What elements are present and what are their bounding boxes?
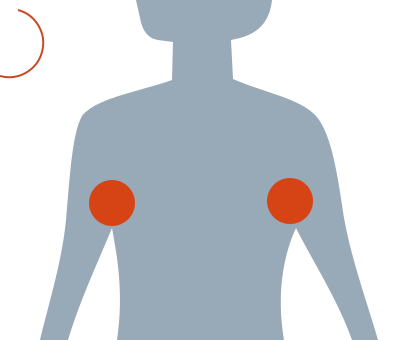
offscreen-ring-marker	[0, 10, 43, 77]
left-underarm-marker	[89, 180, 135, 226]
torso-silhouette	[40, 0, 378, 340]
right-underarm-marker	[267, 178, 313, 224]
